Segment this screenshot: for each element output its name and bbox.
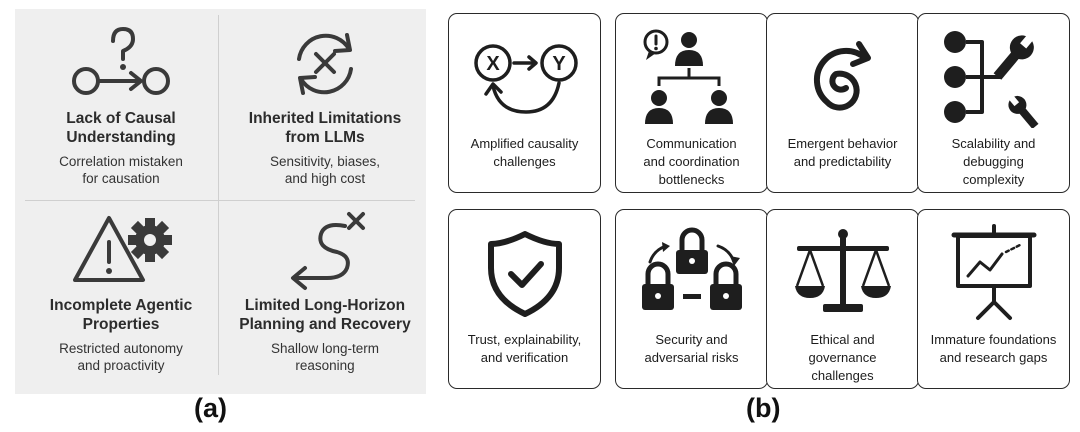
nodes-wrench-icon: [944, 31, 1039, 128]
cell-title: Inherited Limitations from LLMs: [223, 109, 427, 147]
people-hierarchy-icon: [643, 29, 733, 124]
caption-line: complexity: [962, 172, 1025, 187]
x-y-cycle-icon: X Y: [474, 44, 578, 114]
card-security-adversarial: Security and adversarial risks: [615, 209, 768, 389]
title-line: from LLMs: [285, 129, 365, 146]
shield-check-icon: [488, 231, 562, 317]
scales-icon: [795, 229, 891, 312]
desc-line: and proactivity: [77, 358, 165, 373]
winding-path-x-icon: [291, 212, 365, 290]
caption-line: Emergent behavior: [787, 136, 898, 151]
panel-b-label: (b): [746, 393, 781, 423]
card-caption: Communication and coordination bottlenec…: [618, 135, 765, 189]
refresh-x-icon: [297, 33, 353, 95]
caption-line: adversarial risks: [644, 350, 739, 365]
caption-line: and verification: [480, 350, 569, 365]
card-ethical-governance: Ethical and governance challenges: [766, 209, 919, 389]
card-amplified-causality: X Y Amplified causality challenges: [448, 13, 601, 193]
card-trust-explainability: Trust, explainability, and verification: [448, 209, 601, 389]
warning-gear-icon: [73, 216, 172, 282]
divider-vertical: [218, 15, 219, 375]
card-caption: Immature foundations and research gaps: [920, 331, 1067, 367]
cell-lack-of-causal-understanding: Lack of Causal Understanding Correlation…: [19, 19, 223, 187]
desc-line: and high cost: [284, 171, 366, 186]
card-caption: Scalability and debugging complexity: [920, 135, 1067, 189]
caption-line: debugging: [963, 154, 1024, 169]
desc-line: Restricted autonomy: [59, 341, 183, 356]
y-label: Y: [552, 53, 566, 75]
cell-description: Sensitivity, biases, and high cost: [223, 153, 427, 187]
caption-line: Immature foundations: [930, 332, 1057, 347]
divider-horizontal: [25, 200, 415, 201]
caption-line: challenges: [811, 368, 874, 383]
card-caption: Ethical and governance challenges: [769, 331, 916, 385]
card-caption: Security and adversarial risks: [618, 331, 765, 367]
caption-line: Trust, explainability,: [467, 332, 582, 347]
caption-line: Communication: [646, 136, 737, 151]
card-scalability-debugging: Scalability and debugging complexity: [917, 13, 1070, 193]
cell-description: Shallow long-term reasoning: [223, 340, 427, 374]
caption-line: Ethical and: [810, 332, 875, 347]
causal-question-icon: [72, 27, 170, 95]
card-immature-foundations: Immature foundations and research gaps: [917, 209, 1070, 389]
caption-line: Amplified causality: [470, 136, 579, 151]
caption-line: Security and: [655, 332, 728, 347]
desc-line: Shallow long-term: [270, 341, 380, 356]
caption-line: and coordination: [643, 154, 740, 169]
title-line: Limited Long-Horizon: [244, 297, 406, 314]
panel-a-label: (a): [194, 393, 227, 423]
desc-line: Sensitivity, biases,: [269, 154, 381, 169]
caption-line: and research gaps: [939, 350, 1048, 365]
title-line: Inherited Limitations: [248, 110, 402, 127]
presentation-chart-icon: [951, 224, 1037, 320]
spiral-arrow-icon: [813, 41, 871, 111]
cell-title: Limited Long-Horizon Planning and Recove…: [223, 296, 427, 334]
caption-line: and predictability: [793, 154, 892, 169]
card-caption: Trust, explainability, and verification: [451, 331, 598, 367]
cell-limited-long-horizon-planning: Limited Long-Horizon Planning and Recove…: [223, 206, 427, 374]
desc-line: for causation: [82, 171, 160, 186]
desc-line: reasoning: [295, 358, 355, 373]
title-line: Planning and Recovery: [239, 316, 411, 333]
card-caption: Emergent behavior and predictability: [769, 135, 916, 171]
card-communication-bottlenecks: Communication and coordination bottlenec…: [615, 13, 768, 193]
card-emergent-behavior: Emergent behavior and predictability: [766, 13, 919, 193]
title-line: Lack of Causal: [66, 110, 176, 127]
caption-line: bottlenecks: [658, 172, 725, 187]
cell-title: Incomplete Agentic Properties: [19, 296, 223, 334]
cell-incomplete-agentic-properties: Incomplete Agentic Properties Restricted…: [19, 206, 223, 374]
cell-inherited-limitations: Inherited Limitations from LLMs Sensitiv…: [223, 19, 427, 187]
panel-a: Lack of Causal Understanding Correlation…: [15, 9, 426, 394]
card-caption: Amplified causality challenges: [451, 135, 598, 171]
title-line: Incomplete Agentic: [49, 297, 193, 314]
padlocks-icon: [642, 227, 742, 310]
cell-description: Restricted autonomy and proactivity: [19, 340, 223, 374]
caption-line: governance: [808, 350, 877, 365]
title-line: Understanding: [66, 129, 176, 146]
x-label: X: [486, 53, 500, 75]
caption-line: Scalability and: [951, 136, 1036, 151]
cell-title: Lack of Causal Understanding: [19, 109, 223, 147]
cell-description: Correlation mistaken for causation: [19, 153, 223, 187]
caption-line: challenges: [493, 154, 556, 169]
desc-line: Correlation mistaken: [59, 154, 183, 169]
title-line: Properties: [82, 316, 160, 333]
